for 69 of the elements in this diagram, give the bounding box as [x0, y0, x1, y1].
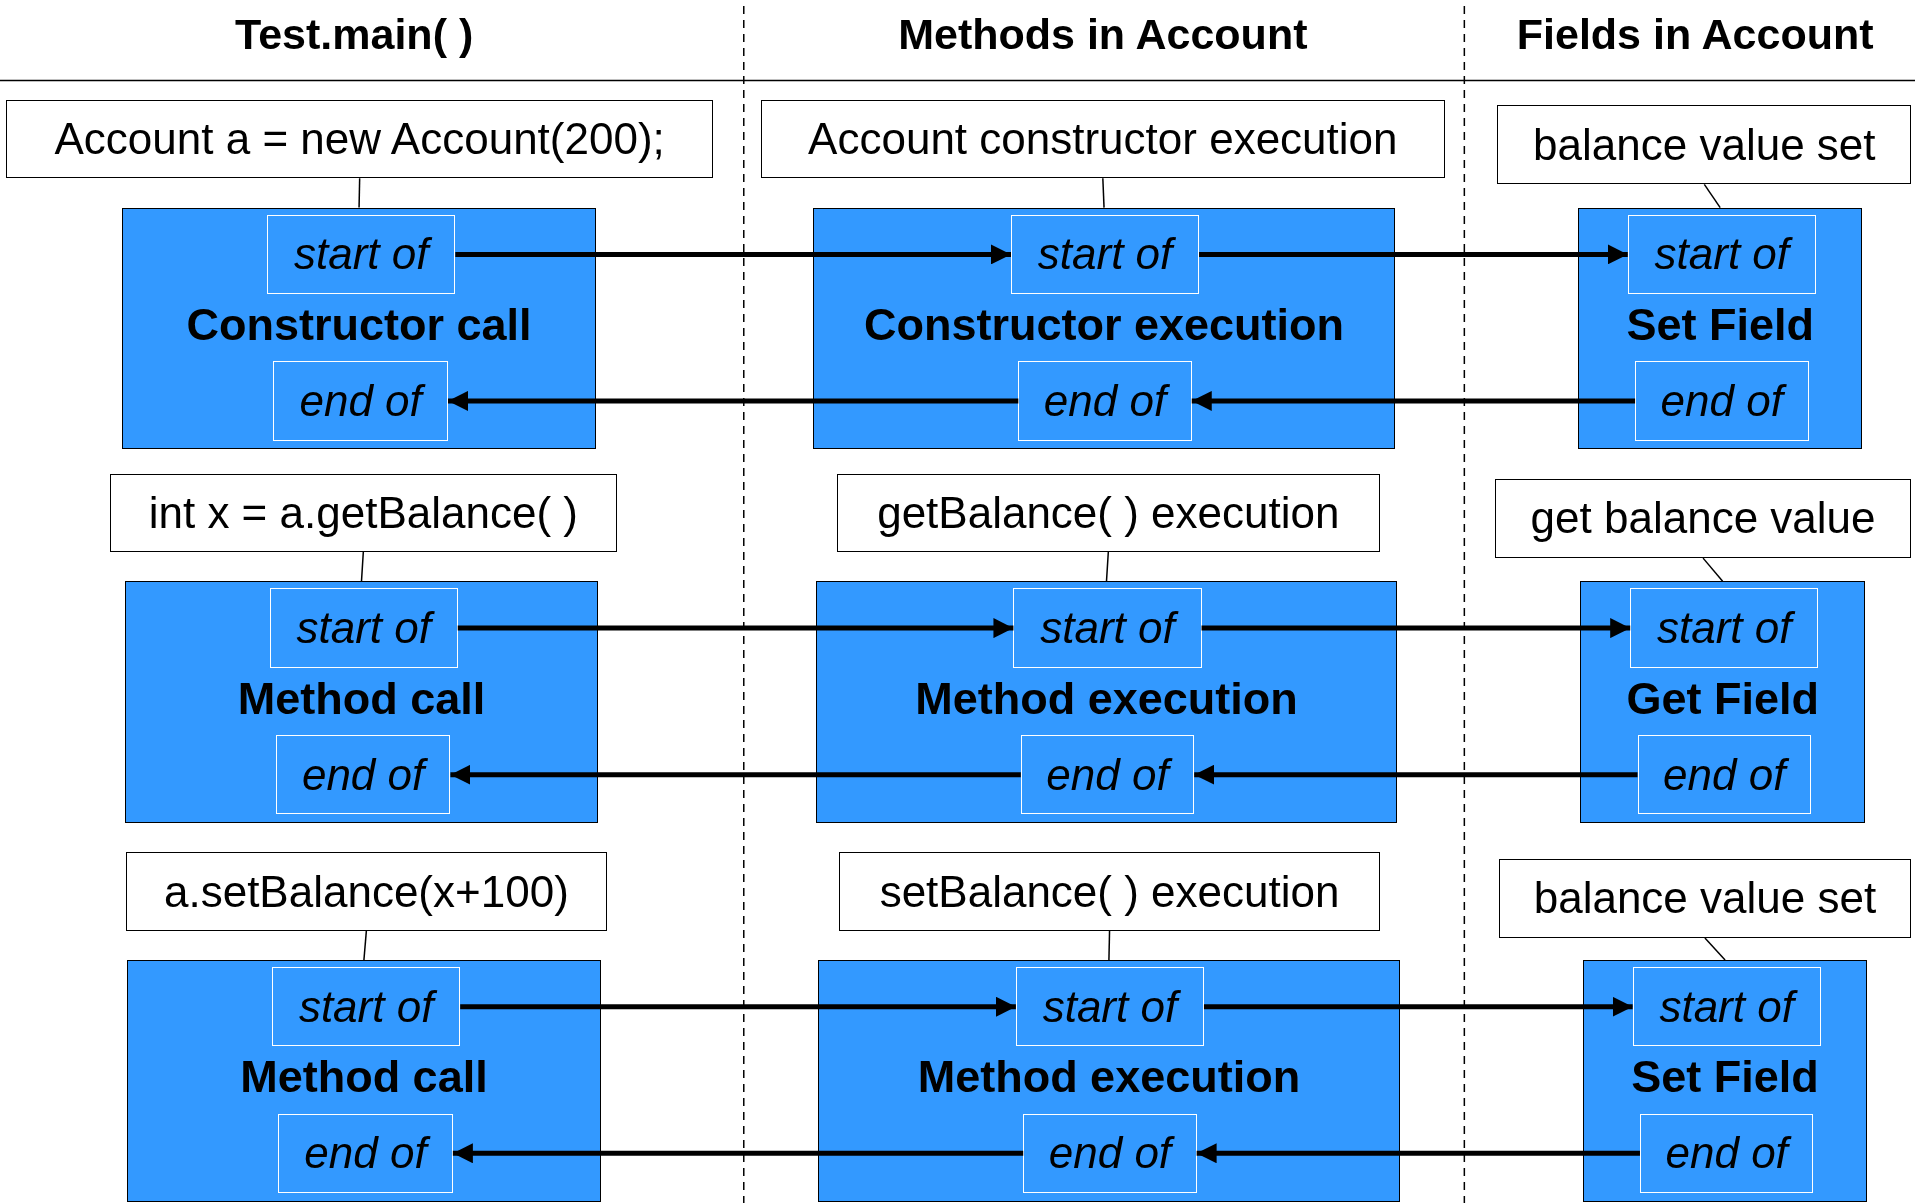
process-box: [127, 959, 601, 1202]
process-title: Set Field: [1630, 1051, 1820, 1104]
step-label: start of: [272, 967, 461, 1047]
leader-line: [363, 929, 368, 961]
leader-line: [1703, 183, 1721, 209]
callout-label: Account constructor execution: [760, 100, 1445, 179]
arrow: [1201, 618, 1631, 639]
process-box: [122, 207, 596, 450]
leader-line: [360, 551, 365, 583]
leader-line: [1704, 937, 1726, 961]
arrow: [460, 996, 1016, 1017]
arrow: [1199, 244, 1628, 265]
process-box: [124, 581, 599, 824]
step-label: end of: [273, 361, 448, 441]
arrow: [1191, 390, 1636, 411]
step-label: start of: [1632, 967, 1821, 1047]
leader-line: [1702, 557, 1724, 583]
process-title: Method execution: [914, 672, 1299, 725]
process-title: Constructor call: [185, 299, 533, 351]
callout-label: int x = a.getBalance( ): [109, 473, 617, 552]
process-box: [815, 581, 1398, 824]
arrow: [448, 390, 1019, 411]
step-label: end of: [1020, 735, 1195, 815]
step-label: end of: [1023, 1113, 1197, 1193]
callout-label: a.setBalance(x+100): [125, 852, 607, 931]
column-heading: Fields in Account: [1516, 9, 1874, 59]
process-title: Method execution: [916, 1051, 1302, 1104]
step-label: start of: [269, 588, 458, 668]
step-label: start of: [1011, 214, 1200, 295]
leader-line: [1108, 929, 1111, 961]
step-label: start of: [1013, 588, 1202, 668]
callout-label: setBalance( ) execution: [839, 852, 1381, 931]
step-label: end of: [1637, 735, 1811, 815]
process-title: Method call: [236, 672, 487, 725]
callout-label: balance value set: [1498, 858, 1912, 938]
step-label: start of: [267, 214, 456, 295]
step-label: end of: [278, 1113, 453, 1193]
callout-label: get balance value: [1494, 478, 1912, 559]
column-heading: Methods in Account: [898, 9, 1308, 59]
leader-line: [1102, 177, 1105, 209]
arrow: [457, 618, 1014, 639]
process-box: [1577, 207, 1863, 450]
process-box: [1580, 581, 1865, 824]
callout-label: Account a = new Account(200);: [6, 100, 714, 179]
process-title: Method call: [239, 1051, 489, 1104]
step-label: end of: [1635, 361, 1809, 441]
leader-line: [358, 177, 361, 209]
step-label: end of: [1639, 1113, 1814, 1193]
process-box: [818, 959, 1400, 1202]
step-label: end of: [275, 735, 451, 815]
callout-label: balance value set: [1497, 105, 1912, 185]
process-title: Set Field: [1625, 299, 1815, 351]
arrow: [455, 244, 1011, 265]
step-label: end of: [1018, 361, 1192, 441]
process-box: [813, 207, 1395, 450]
column-heading: Test.main( ): [235, 9, 474, 59]
step-label: start of: [1630, 588, 1819, 668]
arrow: [450, 764, 1021, 785]
arrow: [452, 1143, 1024, 1164]
arrow: [1194, 764, 1638, 785]
leader-line: [1105, 551, 1110, 583]
process-title: Get Field: [1625, 672, 1820, 725]
process-title: Constructor execution: [863, 299, 1346, 351]
callout-label: getBalance( ) execution: [836, 473, 1381, 552]
arrow: [1196, 1143, 1640, 1164]
process-box: [1582, 959, 1868, 1202]
step-label: start of: [1015, 967, 1204, 1047]
arrow: [1203, 996, 1633, 1017]
step-label: start of: [1627, 214, 1816, 295]
